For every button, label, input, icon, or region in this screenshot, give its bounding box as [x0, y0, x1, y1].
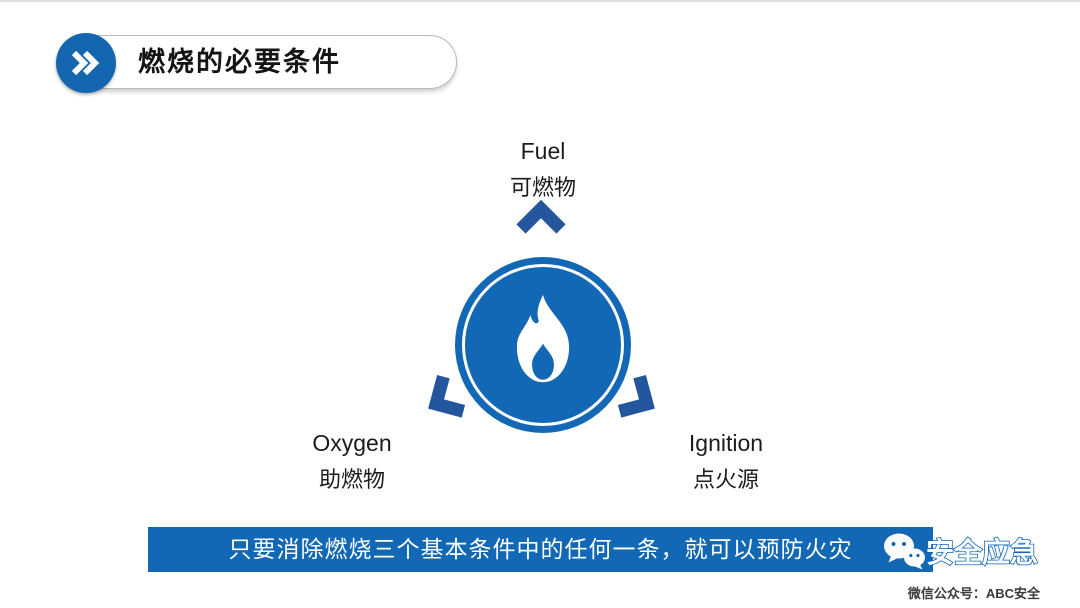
- node-oxygen-label-en: Oxygen: [312, 430, 392, 456]
- chevron-up-icon: [516, 200, 566, 234]
- node-fuel-label-zh: 可燃物: [509, 175, 576, 200]
- node-oxygen-label-zh: 助燃物: [318, 467, 385, 492]
- bottom-banner: 只要消除燃烧三个基本条件中的任何一条，就可以预防火灾: [148, 527, 933, 572]
- flame-icon: [516, 294, 570, 383]
- double-chevron-right-icon: [56, 33, 116, 93]
- node-ignition-label-en: Ignition: [688, 430, 764, 456]
- node-fuel-label-en: Fuel: [520, 138, 566, 164]
- brand-watermark: 安全应急: [882, 531, 1054, 571]
- wechat-icon: [884, 533, 925, 570]
- top-divider: [0, 0, 1080, 2]
- banner-message: 只要消除燃烧三个基本条件中的任何一条，就可以预防火灾: [228, 537, 853, 562]
- header-pill: 燃烧的必要条件: [56, 33, 457, 93]
- node-ignition: Ignition 点火源: [626, 430, 826, 494]
- node-fuel: Fuel 可燃物: [440, 138, 646, 202]
- chevron-down-left-icon: [428, 374, 466, 418]
- chevron-down-right-icon: [617, 374, 655, 418]
- page-title: 燃烧的必要条件: [138, 47, 341, 77]
- node-oxygen: Oxygen 助燃物: [252, 430, 452, 494]
- center-ring: [462, 264, 624, 426]
- combustion-center-circle: [455, 257, 631, 433]
- brand-name-svg: 安全应急: [926, 535, 1039, 569]
- node-ignition-label-zh: 点火源: [692, 467, 759, 492]
- wechat-account-label: 微信公众号：ABC安全: [907, 586, 1040, 601]
- brand-name: 安全应急: [926, 536, 1038, 568]
